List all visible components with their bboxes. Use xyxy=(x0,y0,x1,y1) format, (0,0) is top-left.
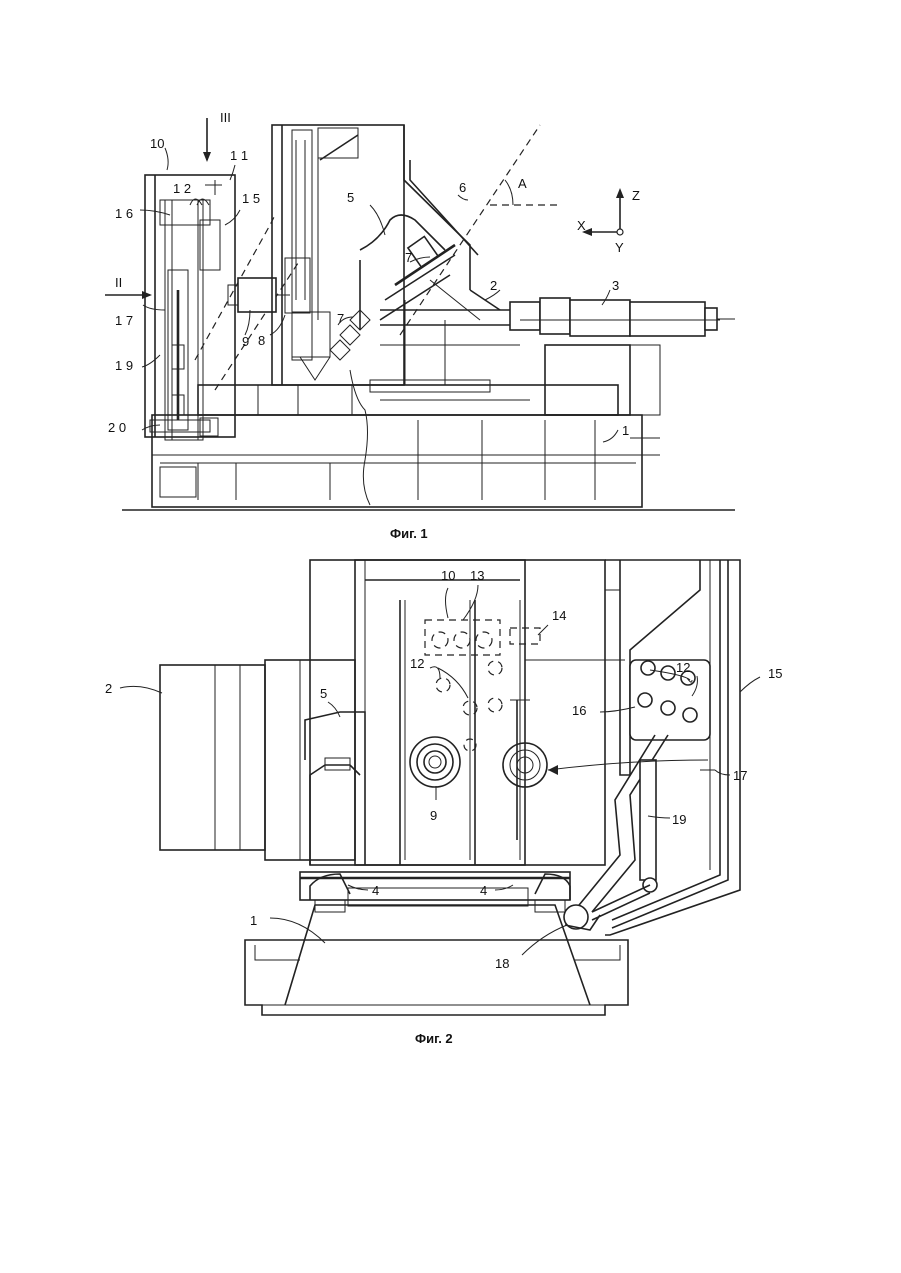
fig2-label: 16 xyxy=(572,703,586,718)
fig2-label: 9 xyxy=(430,808,437,823)
fig2-label: 5 xyxy=(320,686,327,701)
fig2-label: 15 xyxy=(768,666,782,681)
fig2-label: 4 xyxy=(480,883,487,898)
fig2-label: 12 xyxy=(676,660,690,675)
fig2-label: 19 xyxy=(672,812,686,827)
fig2-label: 4 xyxy=(372,883,379,898)
fig2-label: 10 xyxy=(441,568,455,583)
fig2-label: 13 xyxy=(470,568,484,583)
fig2-label: 17 xyxy=(733,768,747,783)
fig2-label: 12 xyxy=(410,656,424,671)
figure-2-caption: Фиг. 2 xyxy=(415,1031,453,1046)
fig2-label: 18 xyxy=(495,956,509,971)
fig2-label: 1 xyxy=(250,913,257,928)
fig2-label: 2 xyxy=(105,681,112,696)
fig2-label: 14 xyxy=(552,608,566,623)
